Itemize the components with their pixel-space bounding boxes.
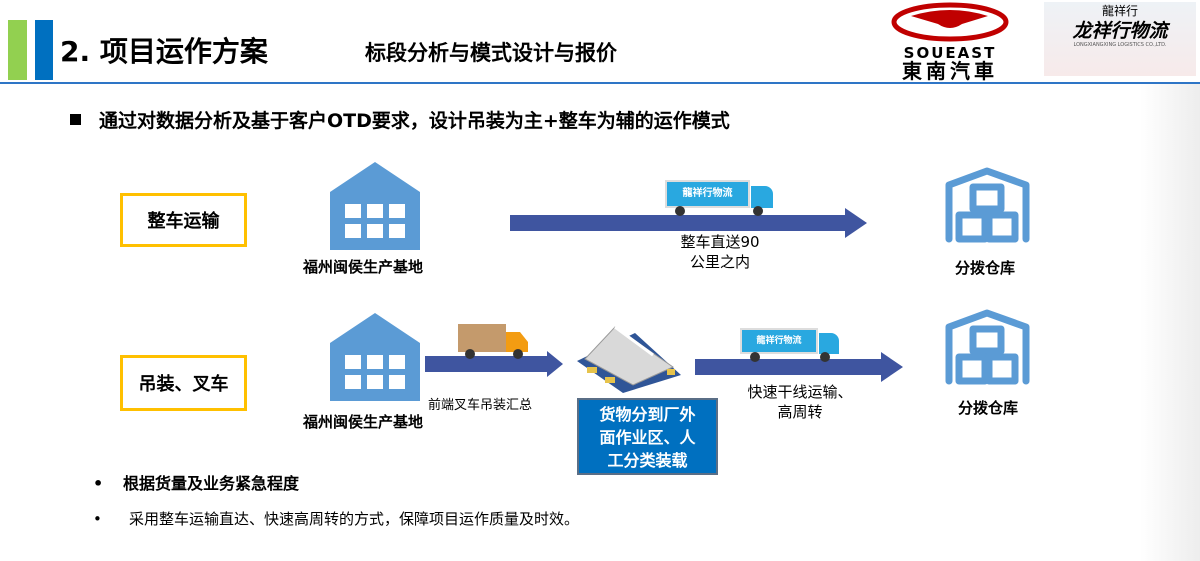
staging-line2: 面作业区、人 (599, 428, 696, 447)
truck-icon: 龍祥行物流 (740, 328, 840, 362)
route-note-line1: 快速干线运输、 (747, 383, 853, 401)
route-note: 快速干线运输、高周转 (730, 382, 870, 422)
staging-line3: 工分类装载 (607, 451, 688, 470)
bullet-item: •采用整车运输直达、快速高周转的方式，保障项目运作质量及时效。 (93, 510, 580, 528)
route-arrow (695, 352, 903, 382)
soueast-logo-cn: 東南汽車 (902, 59, 998, 83)
route-note-line2: 公里之内 (689, 253, 750, 271)
header-divider (0, 82, 1200, 84)
soueast-logo: SOUEAST 東南汽車 (866, 2, 1034, 82)
route-note: 整车直送90 公里之内 (660, 232, 780, 272)
route-note-line1: 整车直送90 (680, 233, 760, 251)
origin-label: 福州闽侯生产基地 (303, 413, 424, 431)
staging-line1: 货物分到厂外 (599, 405, 696, 424)
title-accent-green (8, 20, 27, 80)
route-arrow (510, 208, 867, 238)
square-bullet-icon (70, 114, 81, 125)
truck-brand-text: 龍祥行物流 (740, 328, 818, 354)
longxiang-logo-cn: 龙祥行物流 (1072, 20, 1168, 42)
warehouse-icon (945, 309, 1030, 385)
bullet-text: 采用整车运输直达、快速高周转的方式，保障项目运作质量及时效。 (129, 510, 580, 528)
factory-icon (330, 313, 420, 401)
mode-box-lifting: 吊装、叉车 (120, 355, 247, 411)
destination-label: 分拨仓库 (955, 259, 1016, 277)
page-subtitle: 标段分析与模式设计与报价 (365, 41, 617, 65)
bullet-item: •根据货量及业务紧急程度 (93, 474, 300, 493)
factory-icon (330, 162, 420, 250)
origin-label: 福州闽侯生产基地 (303, 258, 424, 276)
mode-box-full-truck: 整车运输 (120, 193, 247, 247)
truck-brand-text: 龍祥行物流 (665, 180, 750, 208)
route-arrow (425, 351, 563, 377)
staging-area-box: 货物分到厂外面作业区、人工分类装载 (577, 398, 718, 475)
edge-shade (1140, 84, 1200, 561)
longxiang-logo: 龍祥行 龙祥行物流 LONGXIANGXING LOGISTICS CO.,LT… (1044, 2, 1196, 76)
delivery-truck-icon (458, 324, 528, 359)
longxiang-logo-top: 龍祥行 (1101, 4, 1138, 18)
headline-text: 通过对数据分析及基于客户OTD要求，设计吊装为主+整车为辅的运作模式 (99, 110, 730, 132)
longxiang-logo-en: LONGXIANGXING LOGISTICS CO.,LTD. (1073, 42, 1167, 48)
headline: 通过对数据分析及基于客户OTD要求，设计吊装为主+整车为辅的运作模式 (70, 106, 730, 133)
title-accent-blue (35, 20, 53, 80)
warehouse-icon (945, 167, 1030, 243)
front-note: 前端叉车吊装汇总 (428, 398, 533, 413)
bullet-text: 根据货量及业务紧急程度 (123, 474, 300, 493)
route-note-line2: 高周转 (777, 403, 823, 421)
destination-label: 分拨仓库 (958, 399, 1019, 417)
soueast-logo-en: SOUEAST (903, 44, 997, 62)
staging-area-icon (577, 325, 681, 393)
truck-icon: 龍祥行物流 (665, 180, 775, 216)
page-title: 2. 项目运作方案 (60, 35, 268, 68)
